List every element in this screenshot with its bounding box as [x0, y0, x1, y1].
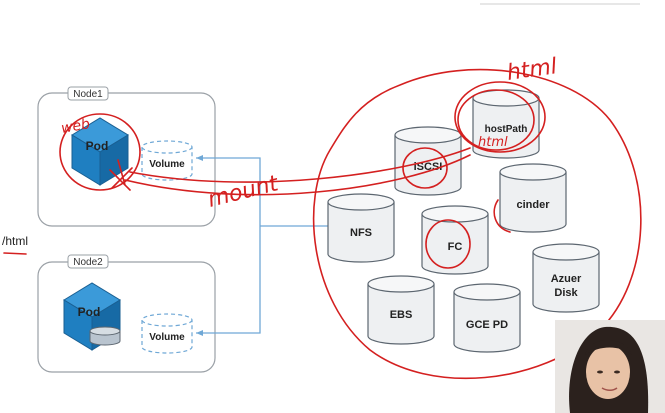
- presenter-bangs: [585, 340, 632, 355]
- margin-text: /html: [2, 234, 28, 248]
- margin-underline: [3, 252, 27, 255]
- fc-circle: [425, 219, 471, 269]
- storage-oval: [312, 68, 642, 380]
- mount-arrow-1: [129, 147, 471, 183]
- volume2-cylinder: Volume: [141, 313, 193, 354]
- gce-pd-label: GCE PD: [466, 319, 508, 331]
- volume2-label: Volume: [149, 332, 185, 343]
- volume1-label: Volume: [149, 159, 185, 170]
- hostpath-circle-2: [457, 89, 535, 151]
- connector-lines: [196, 155, 330, 336]
- cinder-mark: [493, 199, 511, 233]
- hostpath-circle-1: [454, 81, 546, 153]
- iscsi-label: iSCSI: [414, 161, 443, 173]
- cinder-label: cinder: [516, 199, 550, 211]
- azure-label-line2: Disk: [554, 287, 578, 299]
- storage-hostpath: hostPath: [472, 89, 540, 159]
- volume-connector: [196, 157, 261, 334]
- node1-label-tab: [67, 86, 109, 101]
- node1-label: Node1: [73, 89, 103, 100]
- storage-group: hostPath iSCSI cinder NFS FC: [327, 89, 600, 353]
- storage-cinder: cinder: [499, 163, 567, 233]
- pod1-cube: Pod: [71, 117, 129, 186]
- storage-azure-disk: Azuer Disk: [532, 243, 600, 313]
- pod2-cube: Pod: [63, 282, 121, 351]
- pod1-scribble: [109, 159, 133, 191]
- node2-label-tab: [67, 254, 109, 269]
- storage-gce-pd: GCE PD: [453, 283, 521, 353]
- volume1-cylinder: Volume: [141, 140, 193, 181]
- annotation-html-inner: html: [478, 135, 508, 150]
- pod1-label: Pod: [86, 139, 109, 153]
- pod1-circle: [59, 113, 141, 191]
- presenter-face: [586, 345, 630, 399]
- nfs-label: NFS: [350, 227, 372, 239]
- pod2-label: Pod: [78, 305, 101, 319]
- hostpath-label: hostPath: [485, 124, 528, 135]
- fc-label: FC: [448, 241, 463, 253]
- node1-group: Node1 Pod Volume: [37, 86, 216, 227]
- annotation-mount: mount: [205, 171, 282, 213]
- annotation-web: web: [60, 116, 91, 137]
- annotations: [3, 68, 642, 380]
- node2-label: Node2: [73, 257, 103, 268]
- azure-label-line1: Azuer: [551, 273, 582, 285]
- presenter-video: [555, 320, 665, 413]
- storage-fc: FC: [421, 205, 489, 275]
- storage-ebs: EBS: [367, 275, 435, 345]
- mount-arrow-2: [124, 154, 471, 196]
- ebs-label: EBS: [390, 309, 413, 321]
- iscsi-circle: [402, 147, 448, 189]
- pod1-cube-right: [99, 134, 129, 186]
- storage-nfs: NFS: [327, 193, 395, 263]
- node2-group: Node2 Pod Volume: [37, 254, 216, 373]
- storage-iscsi: iSCSI: [394, 126, 462, 196]
